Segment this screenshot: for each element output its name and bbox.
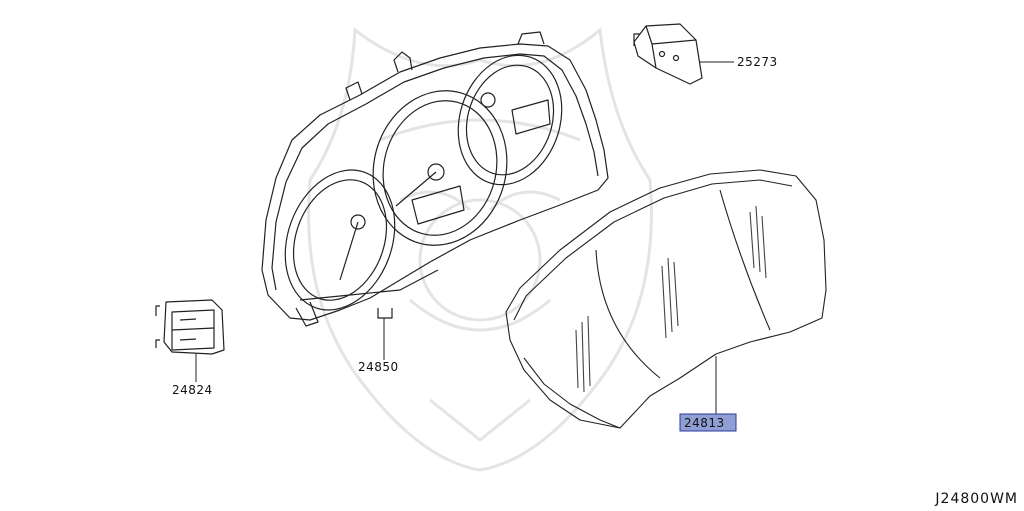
reference-code: J24800WM — [935, 491, 1018, 507]
part-label-24824[interactable]: 24824 — [172, 383, 213, 397]
part-label-25273[interactable]: 25273 — [737, 55, 778, 69]
part-label-24850[interactable]: 24850 — [358, 360, 399, 374]
switch-25273[interactable] — [633, 23, 703, 85]
leader-lines — [195, 61, 734, 416]
combination-meter-24850[interactable] — [261, 31, 609, 327]
front-cover-24813[interactable] — [505, 169, 827, 429]
highlight-box-24813 — [679, 413, 737, 432]
part-label-24813[interactable]: 24813 — [684, 416, 725, 430]
switch-24824[interactable] — [155, 299, 225, 355]
watermark-emblem — [307, 27, 653, 472]
